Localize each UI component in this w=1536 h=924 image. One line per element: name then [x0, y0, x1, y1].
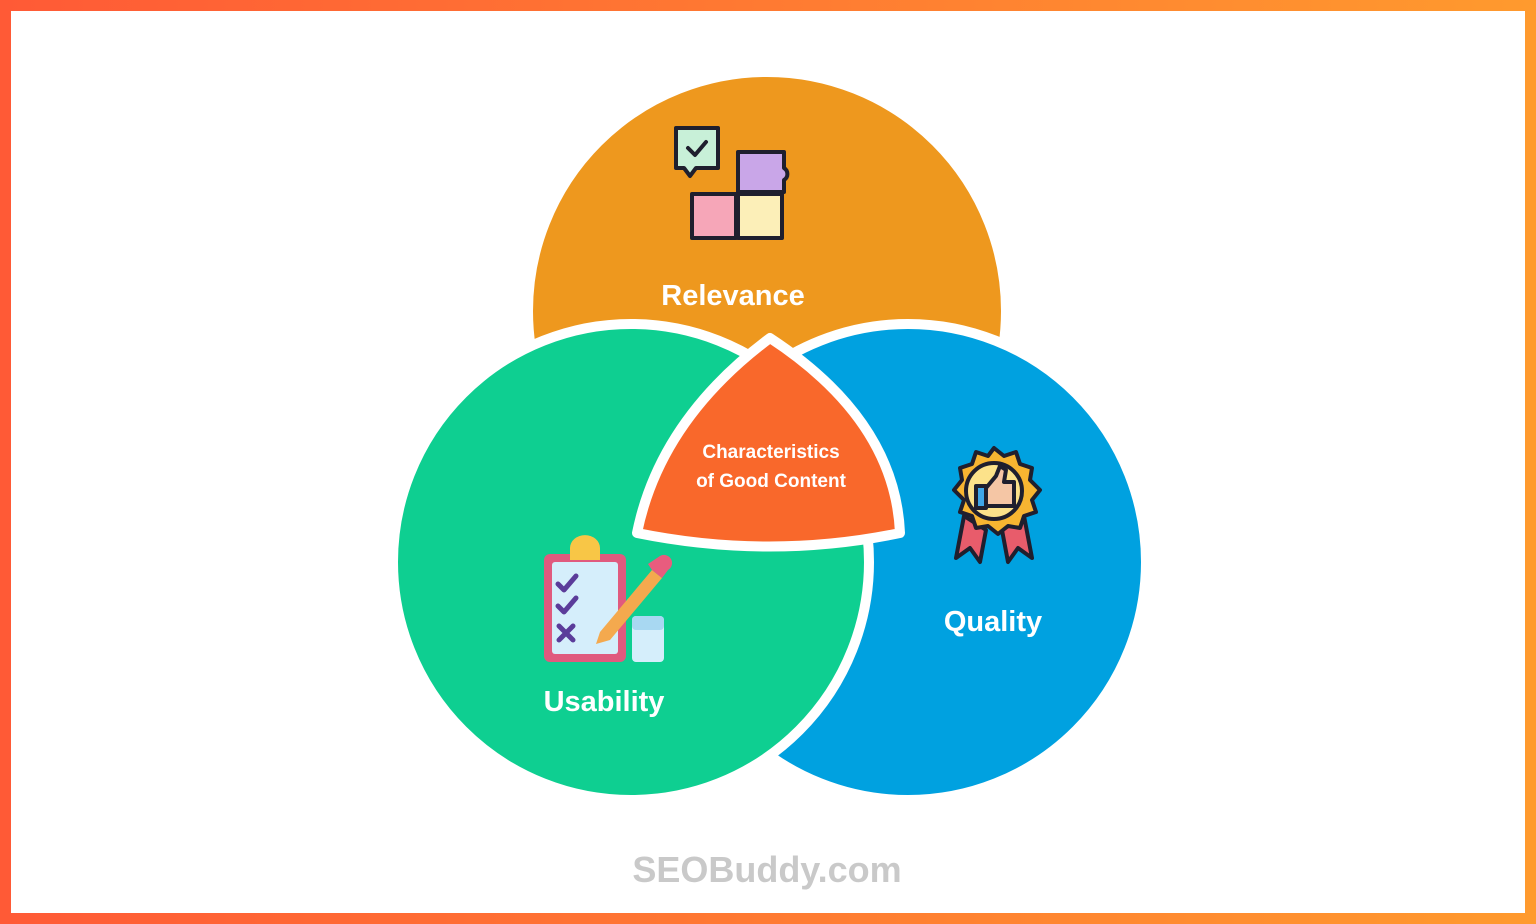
- puzzle-pieces-icon: [674, 126, 790, 240]
- center-triangle: [632, 333, 905, 552]
- center-title-line1: Characteristics: [702, 442, 839, 463]
- usability-label: Usability: [544, 686, 665, 718]
- relevance-label: Relevance: [661, 280, 805, 312]
- quality-label: Quality: [944, 606, 1042, 638]
- thumbs-up-badge-icon: [952, 446, 1042, 564]
- center-title-line2: of Good Content: [696, 471, 847, 492]
- brand-watermark: SEOBuddy.com: [632, 849, 901, 890]
- checklist-clipboard-icon: [544, 535, 673, 662]
